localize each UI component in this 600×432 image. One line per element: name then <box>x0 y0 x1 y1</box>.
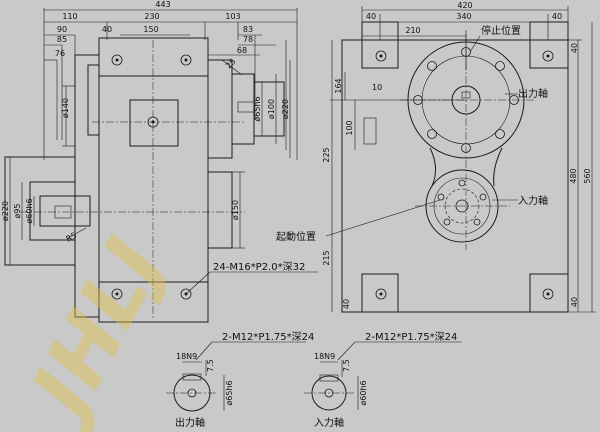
input-dia: ø60h6 <box>359 380 368 405</box>
dim-83: 83 <box>243 25 253 34</box>
dim-dia95: ø95 <box>13 203 22 218</box>
dim-dia220-left: ø220 <box>1 201 10 221</box>
dim-40-bl: 40 <box>342 299 351 309</box>
callout-m16: 24-M16*P2.0*深32 <box>213 261 305 273</box>
dim-90: 90 <box>57 25 67 34</box>
front-view: 443 110 230 103 90 40 150 83 85 78 76 68 <box>1 0 318 323</box>
input-callout: 2-M12*P1.75*深24 <box>365 331 457 343</box>
dim-210: 210 <box>405 26 420 35</box>
dim-443: 443 <box>155 0 170 9</box>
dim-100: 100 <box>345 120 354 135</box>
dim-78: 78 <box>243 35 253 44</box>
dim-76: 76 <box>55 49 65 58</box>
label-start-position: 起動位置 <box>276 230 316 243</box>
detail-output-shaft: 2-M12*P1.75*深24 18N9 7.5 ø65h6 出力軸 <box>166 331 314 429</box>
dim-150: 150 <box>143 25 158 34</box>
input-depth: 7.5 <box>342 359 351 372</box>
dim-110: 110 <box>62 12 77 21</box>
label-r5: R5 <box>65 231 79 244</box>
dim-dia140: ø140 <box>61 98 70 118</box>
dim-68: 68 <box>237 46 247 55</box>
output-key: 18N9 <box>176 352 197 361</box>
dim-dia220-right: ø220 <box>281 99 290 119</box>
dim-40-rt: 40 <box>570 43 579 53</box>
detail-input-shaft: 2-M12*P1.75*深24 18N9 7.5 ø60h6 入力軸 <box>304 331 462 429</box>
dim-420: 420 <box>457 1 472 10</box>
watermark-logo: JHLJ <box>7 224 183 432</box>
dim-164: 164 <box>334 78 343 93</box>
label-output-shaft: 出力軸 <box>518 87 548 100</box>
side-view: 420 40 340 40 210 164 10 100 225 215 40 … <box>276 1 596 313</box>
output-caption: 出力軸 <box>175 416 205 429</box>
dim-40-rb: 40 <box>570 297 579 307</box>
dim-230: 230 <box>144 12 159 21</box>
dim-dia100: ø100 <box>267 99 276 119</box>
dim-40-tr: 40 <box>552 12 562 21</box>
dim-215: 215 <box>322 250 331 265</box>
output-depth: 7.5 <box>206 359 215 372</box>
input-key: 18N9 <box>314 352 335 361</box>
dim-dia150: ø150 <box>231 200 240 220</box>
dim-40-tl: 40 <box>366 12 376 21</box>
dim-40-front: 40 <box>102 25 112 34</box>
dim-dia65h6: ø65h6 <box>253 96 262 121</box>
label-stop-position: 停止位置 <box>481 24 521 37</box>
input-caption: 入力軸 <box>314 416 344 429</box>
dim-dia60h6: ø60h6 <box>25 198 34 223</box>
label-input-shaft: 入力軸 <box>518 194 548 207</box>
dim-85: 85 <box>57 35 67 44</box>
output-callout: 2-M12*P1.75*深24 <box>222 331 314 343</box>
dim-10: 10 <box>372 83 382 92</box>
output-dia: ø65h6 <box>225 380 234 405</box>
dim-103: 103 <box>225 12 240 21</box>
dim-225: 225 <box>322 147 331 162</box>
label-25: 25 <box>224 57 238 71</box>
dim-560: 560 <box>583 168 592 183</box>
dim-480: 480 <box>569 168 578 183</box>
dim-340: 340 <box>456 12 471 21</box>
